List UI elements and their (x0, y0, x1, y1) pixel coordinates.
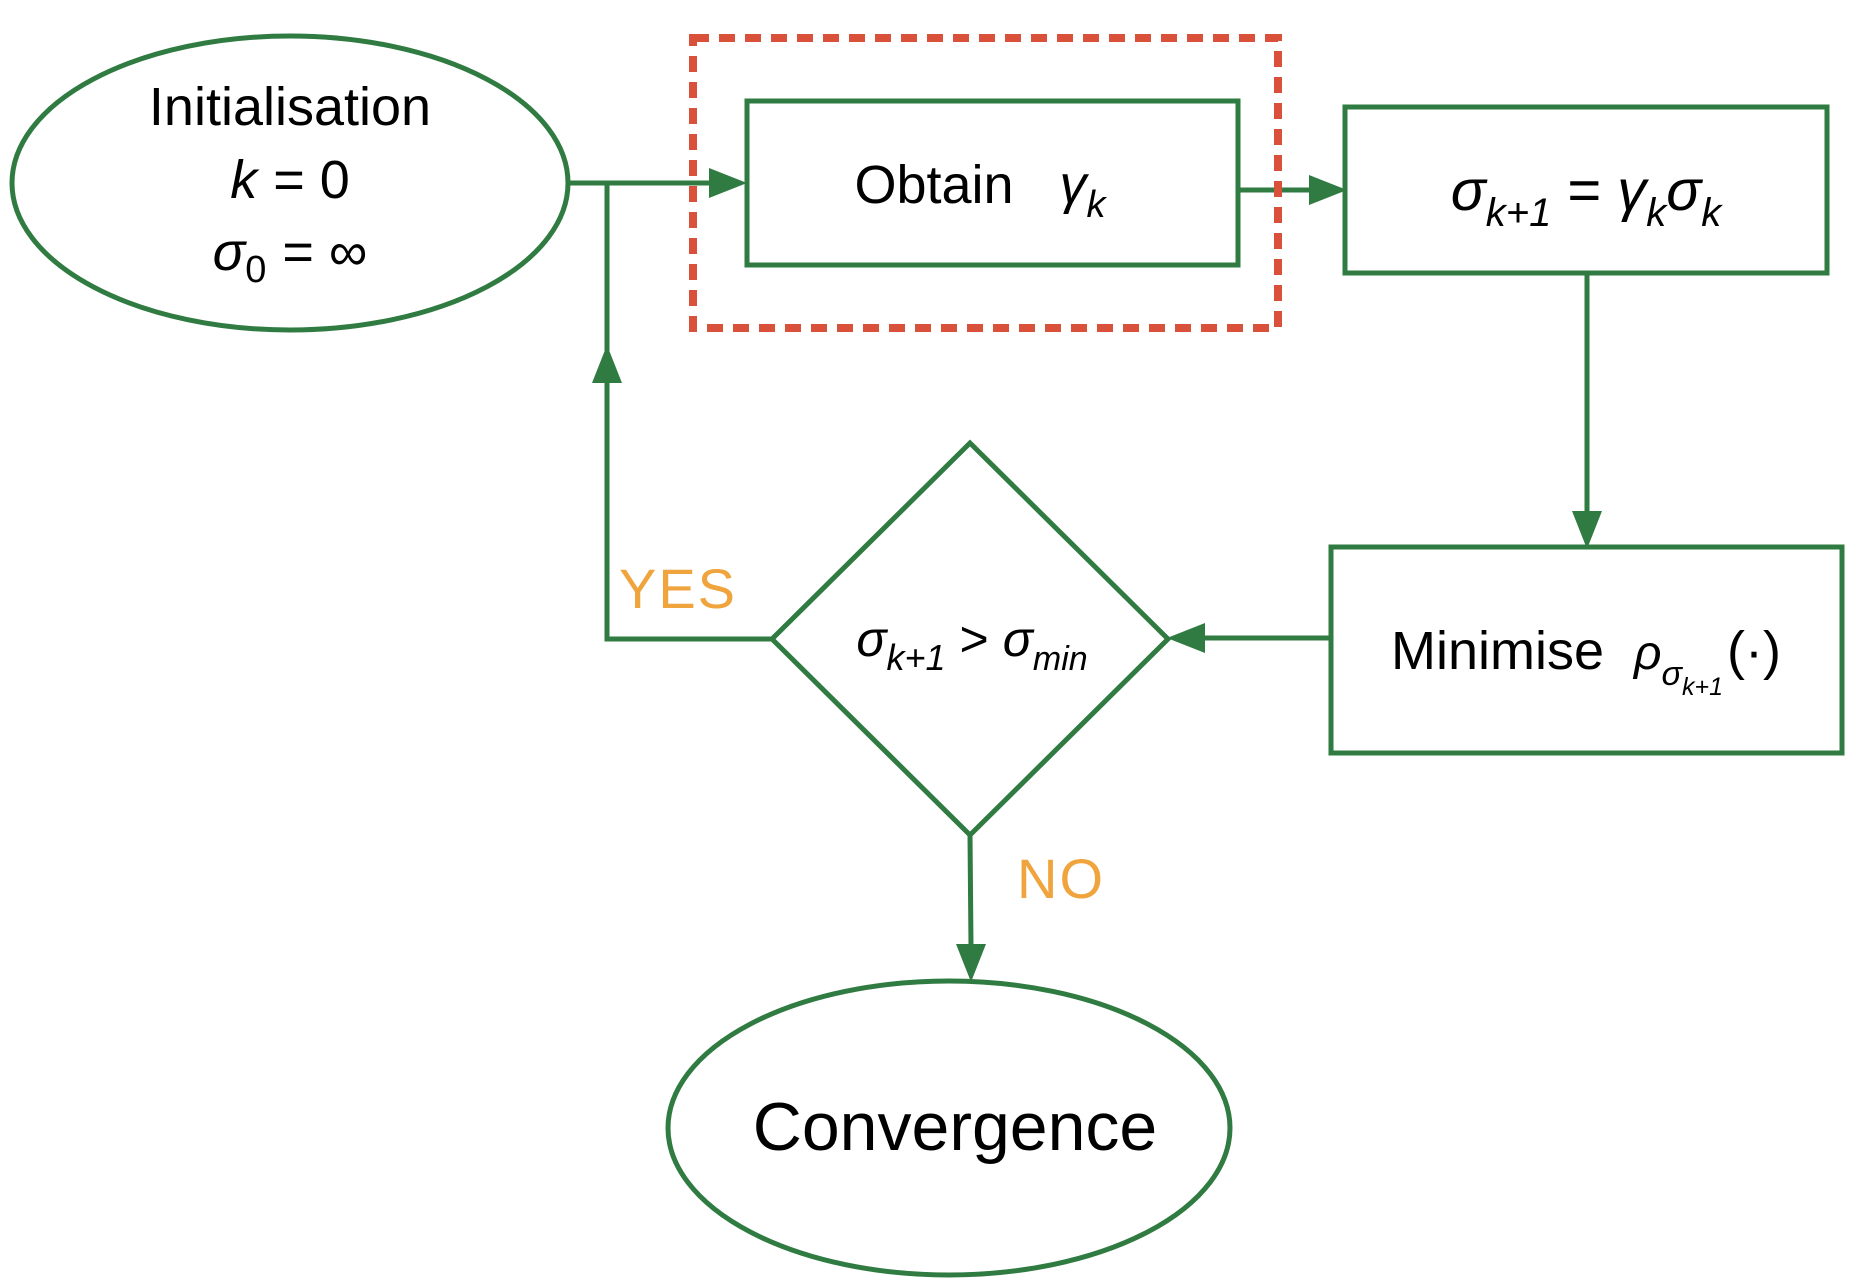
init-title: Initialisation (149, 77, 431, 137)
decision-diamond (768, 439, 1172, 839)
minimise-box (1328, 544, 1845, 756)
upd-equals: = (1567, 158, 1601, 223)
upd-sigma2-sub: k (1701, 191, 1723, 235)
obtain-word: Obtain (854, 155, 1013, 215)
dec-sigma: σ (856, 611, 888, 667)
decision-condition: σk+1>σmin (856, 611, 1087, 678)
obtain-box (744, 98, 1241, 268)
arrowhead-into-decision (1167, 623, 1205, 653)
minimise-label: Minimise ρσk+1(·) (1391, 621, 1781, 701)
dec-sigma2: σ (1003, 611, 1035, 667)
sigma-update-formula: σk+1=γkσk (1451, 158, 1723, 235)
dec-sigma2-sub: min (1033, 640, 1088, 678)
obtain-gamma: γ (1060, 155, 1090, 215)
upd-gamma-sub: k (1646, 191, 1668, 235)
arrowhead-into-minimise (1572, 511, 1602, 549)
minimise-word: Minimise (1391, 621, 1604, 681)
node-convergence: Convergence (665, 978, 1233, 1278)
dashed-highlight-box (689, 34, 1282, 332)
arrowhead-into-obtain (709, 168, 747, 198)
init-sigma-var: σ (213, 222, 248, 282)
minimise-rho: ρ (1632, 627, 1662, 680)
upd-sigma2: σ (1666, 158, 1703, 223)
sigma-update-box (1342, 104, 1830, 276)
flow-edges (568, 168, 1602, 982)
upd-sigma: σ (1451, 158, 1488, 223)
minimise-args: (·) (1727, 621, 1781, 681)
upd-sigma-sub: k+1 (1486, 191, 1552, 235)
init-sigma-sub: 0 (245, 249, 266, 291)
arrowhead-into-update (1309, 175, 1347, 205)
node-sigma-update: σk+1=γkσk (1342, 104, 1830, 276)
dec-sigma-sub: k+1 (886, 637, 945, 678)
convergence-ellipse (665, 978, 1233, 1278)
minimise-rho-subsub: k+1 (1682, 673, 1723, 701)
arrow-decision-yes-loop (604, 183, 772, 642)
yes-label: YES (619, 557, 737, 620)
arrowhead-yes-loop (592, 345, 622, 383)
init-sigma-line: σ0 = ∞ (213, 222, 368, 291)
init-k-var: k (230, 150, 260, 210)
init-k-value: = 0 (273, 150, 350, 210)
minimise-rho-sub: σ (1662, 655, 1684, 693)
node-minimise: Minimise ρσk+1(·) (1328, 544, 1845, 756)
node-decision: σk+1>σmin (768, 439, 1172, 839)
init-k-line: k= 0 (230, 150, 350, 210)
dec-operator: > (960, 611, 989, 667)
node-initialisation: Initialisation k= 0 σ0 = ∞ (9, 33, 571, 333)
arrowhead-into-convergence (956, 944, 986, 982)
init-ellipse (9, 33, 571, 333)
no-label: NO (1017, 847, 1105, 910)
obtain-gamma-sub: k (1087, 184, 1108, 226)
upd-gamma: γ (1617, 158, 1649, 223)
init-sigma-value: = ∞ (282, 222, 367, 282)
arrow-decision-to-convergence (967, 834, 974, 947)
convergence-label: Convergence (753, 1089, 1157, 1165)
